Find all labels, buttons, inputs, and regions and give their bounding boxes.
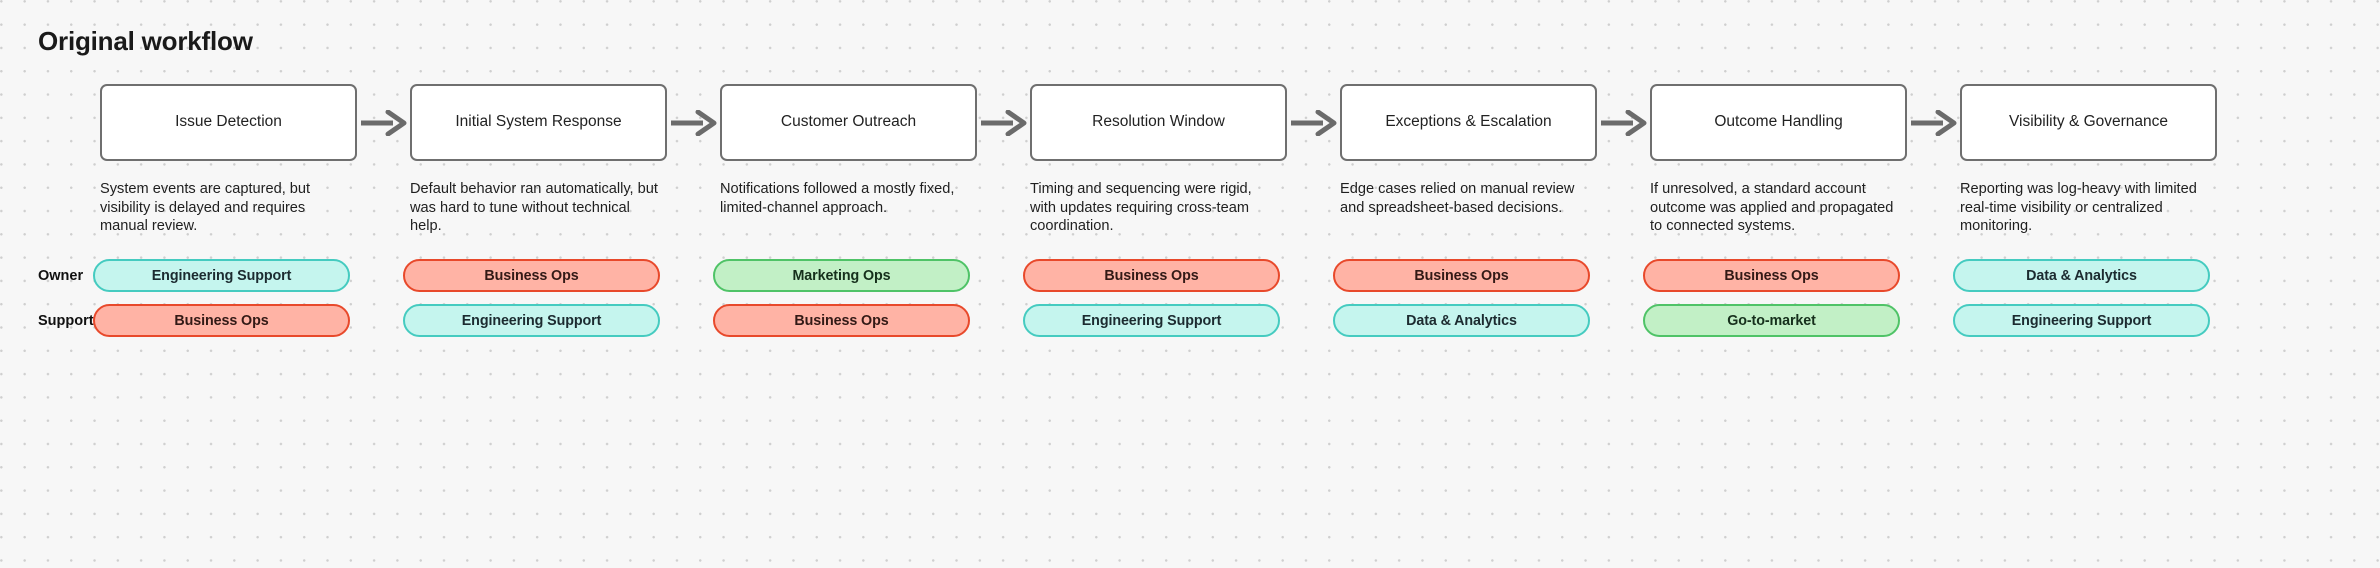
flow-arrow [1597, 84, 1650, 161]
step-title: Issue Detection [175, 113, 282, 131]
owner-pill-slot: Data & Analytics [1953, 259, 2210, 292]
step-title: Customer Outreach [780, 113, 917, 131]
step-node-box[interactable]: Exceptions & Escalation [1340, 84, 1597, 161]
support-pill-slot: Data & Analytics [1333, 304, 1590, 337]
step-description: If unresolved, a standard account outcom… [1650, 181, 1894, 235]
flow-arrow [1287, 84, 1340, 161]
flow-arrow [357, 84, 410, 161]
support-row-label: Support [38, 313, 94, 329]
owner-pill[interactable]: Business Ops [403, 259, 660, 292]
owner-pill-slot: Engineering Support [93, 259, 350, 292]
step-description: Default behavior ran automatically, but … [410, 181, 658, 235]
owner-pill[interactable]: Business Ops [1333, 259, 1590, 292]
owner-pill-slot: Business Ops [1643, 259, 1900, 292]
page-title: Original workflow [38, 26, 253, 56]
support-pill[interactable]: Data & Analytics [1333, 304, 1590, 337]
support-pill[interactable]: Engineering Support [1023, 304, 1280, 337]
owner-pill-slot: Business Ops [1333, 259, 1590, 292]
owner-pill[interactable]: Business Ops [1643, 259, 1900, 292]
workflow-step-column: Outcome Handling If unresolved, a standar… [1650, 84, 1907, 236]
step-node-box[interactable]: Visibility & Governance [1960, 84, 2217, 161]
support-pill[interactable]: Go-to-market [1643, 304, 1900, 337]
step-node-box[interactable]: Outcome Handling [1650, 84, 1907, 161]
flow-arrow [667, 84, 720, 161]
support-pill-slot: Engineering Support [1953, 304, 2210, 337]
owner-pill-slot: Business Ops [1023, 259, 1280, 292]
flow-arrow [977, 84, 1030, 161]
support-pill-slot: Business Ops [713, 304, 970, 337]
support-pill-slot: Go-to-market [1643, 304, 1900, 337]
support-pill[interactable]: Business Ops [713, 304, 970, 337]
support-pill[interactable]: Engineering Support [1953, 304, 2210, 337]
step-node-box[interactable]: Initial System Response [410, 84, 667, 161]
support-pill-slot: Business Ops [93, 304, 350, 337]
owner-row-label: Owner [38, 268, 84, 284]
owner-pill[interactable]: Data & Analytics [1953, 259, 2210, 292]
step-title: Resolution Window [1092, 113, 1225, 131]
owner-pill[interactable]: Marketing Ops [713, 259, 970, 292]
support-pill-row: Business Ops Engineering Support Business … [93, 304, 2345, 337]
step-description: Notifications followed a mostly fixed, l… [720, 181, 955, 216]
step-description: Reporting was log-heavy with limited rea… [1960, 181, 2197, 235]
step-description: Timing and sequencing were rigid, with u… [1030, 181, 1252, 235]
owner-pill[interactable]: Business Ops [1023, 259, 1280, 292]
step-title: Visibility & Governance [2008, 113, 2169, 131]
step-node-box[interactable]: Issue Detection [100, 84, 357, 161]
step-description: Edge cases relied on manual review and s… [1340, 181, 1575, 216]
flow-arrow [1907, 84, 1960, 161]
owner-pill-slot: Business Ops [403, 259, 660, 292]
support-pill[interactable]: Business Ops [93, 304, 350, 337]
step-node-box[interactable]: Customer Outreach [720, 84, 977, 161]
owner-pill[interactable]: Engineering Support [93, 259, 350, 292]
support-pill[interactable]: Engineering Support [403, 304, 660, 337]
step-node-box[interactable]: Resolution Window [1030, 84, 1287, 161]
support-pill-slot: Engineering Support [403, 304, 660, 337]
owner-pill-row: Engineering Support Business Ops Marketing… [93, 259, 2345, 292]
step-title: Exceptions & Escalation [1385, 113, 1552, 131]
owner-pill-slot: Marketing Ops [713, 259, 970, 292]
step-title: Initial System Response [455, 113, 622, 131]
support-pill-slot: Engineering Support [1023, 304, 1280, 337]
step-description: System events are captured, but visibili… [100, 181, 311, 235]
step-title: Outcome Handling [1714, 113, 1843, 131]
